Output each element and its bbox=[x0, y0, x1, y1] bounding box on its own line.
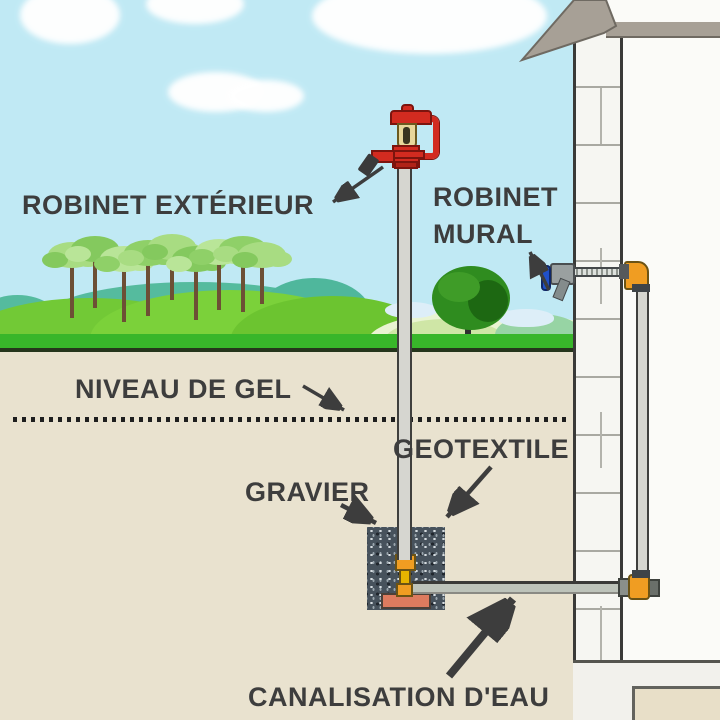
label-robinet-mural: ROBINET MURAL bbox=[433, 184, 558, 248]
label-robinet-exterieur: ROBINET EXTÉRIEUR bbox=[22, 190, 315, 220]
arrow-niveau-de-gel bbox=[302, 384, 344, 410]
label-geotextile: GEOTEXTILE bbox=[393, 434, 570, 464]
interior-slab bbox=[632, 686, 720, 720]
grass bbox=[0, 334, 573, 350]
arrow-canalisation bbox=[445, 599, 513, 679]
hydrant-skirt bbox=[394, 161, 418, 169]
faucet-through-pipe bbox=[551, 267, 627, 277]
cloud bbox=[228, 80, 304, 112]
ground-line bbox=[0, 348, 573, 352]
house-gable bbox=[604, 0, 720, 22]
hydrant-standpipe bbox=[397, 164, 412, 560]
arrow-gravier bbox=[339, 505, 376, 523]
wall-elbow-collar bbox=[632, 284, 650, 292]
arrow-geotextile bbox=[447, 465, 493, 517]
arrow-robinet-mural bbox=[528, 251, 551, 291]
wall-elbow-flange bbox=[619, 264, 629, 279]
label-robinet-mural-line1: ROBINET bbox=[433, 182, 558, 212]
label-canalisation: CANALISATION D'EAU bbox=[248, 682, 550, 712]
house-wall bbox=[573, 28, 623, 662]
hydrant-bell-slot bbox=[403, 127, 410, 144]
label-niveau-de-gel: NIVEAU DE GEL bbox=[75, 374, 292, 404]
interior-riser-pipe bbox=[636, 288, 649, 580]
roof-overhang bbox=[518, 0, 618, 63]
riser-collar bbox=[632, 570, 650, 578]
arrow-robinet-exterieur bbox=[333, 165, 385, 202]
roof-fascia bbox=[606, 22, 720, 38]
label-robinet-mural-line2: MURAL bbox=[433, 219, 533, 249]
drain-fitting-lower bbox=[396, 583, 413, 597]
soil bbox=[0, 351, 573, 720]
frost-depth-dotted-line bbox=[13, 417, 571, 422]
